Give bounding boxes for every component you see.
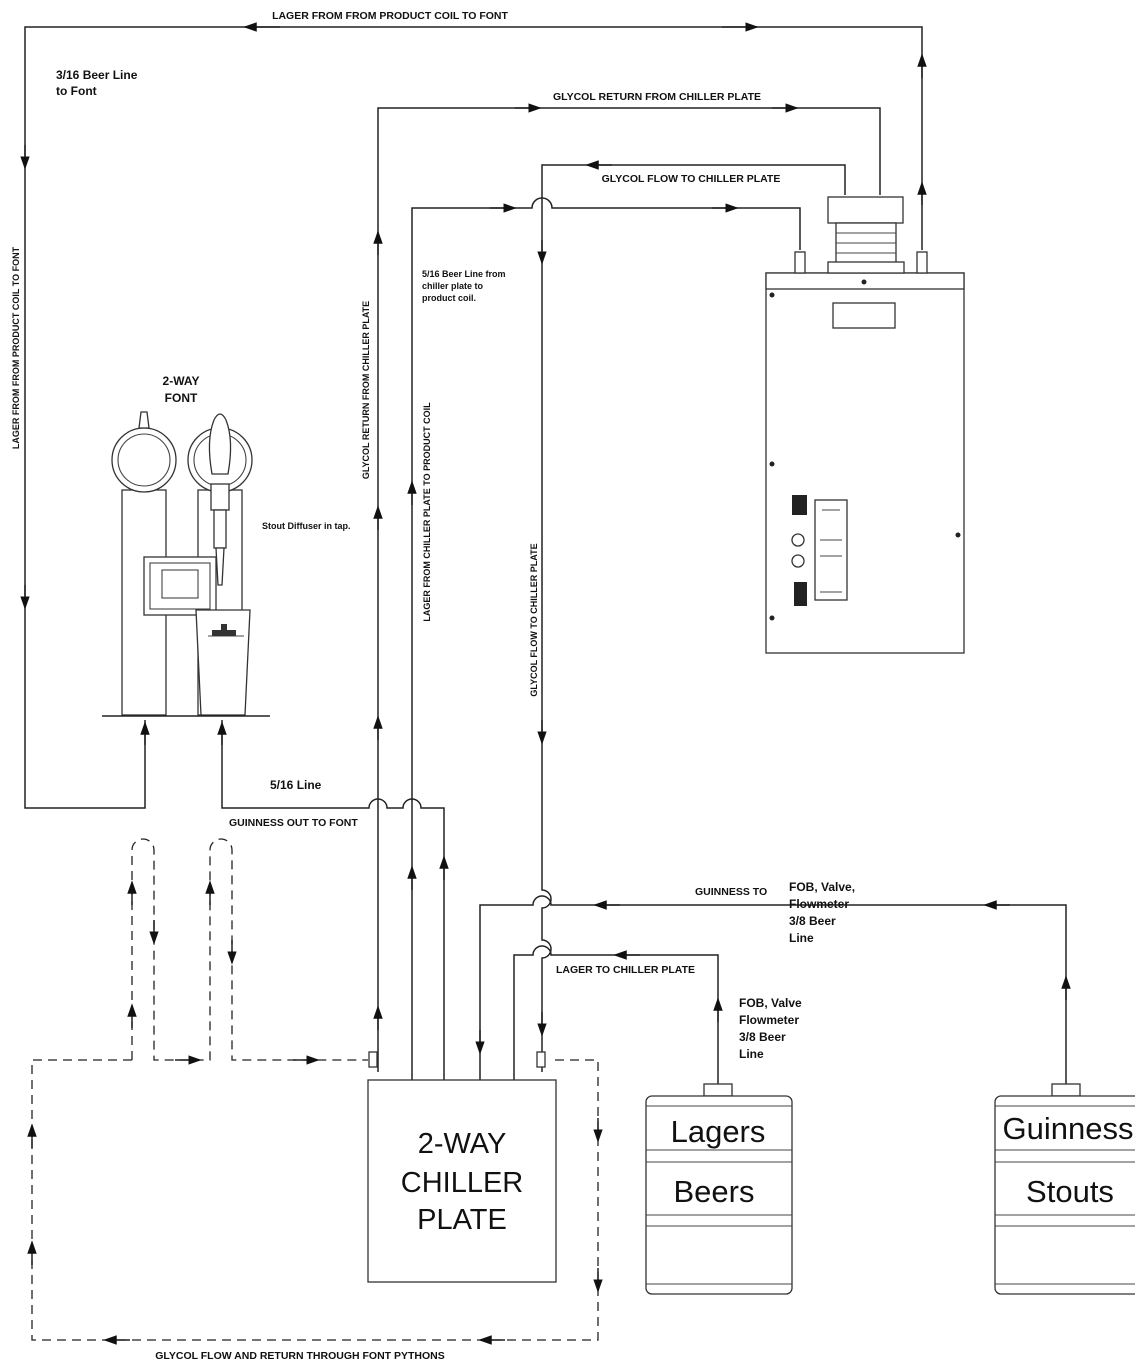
chiller-plate-label-3: PLATE: [417, 1204, 507, 1236]
lager-keg: [645, 1083, 793, 1295]
chiller-plate-label-2: CHILLER: [401, 1167, 524, 1199]
guinness-keg: [994, 1083, 1135, 1295]
lager-top-label: LAGER FROM FROM PRODUCT COIL TO FONT: [272, 10, 508, 22]
beer-line-316-label-1: 3/16 Beer Line: [56, 68, 138, 82]
keg-lager-label-1: Lagers: [671, 1114, 766, 1149]
beer-line-516-label-2: chiller plate to: [422, 281, 484, 291]
two-way-font: [102, 411, 270, 717]
two-way-chiller-plate: [367, 1079, 557, 1283]
glycol-return-vertical-label: GLYCOL RETURN FROM CHILLER PLATE: [361, 301, 371, 479]
guinness-to-chiller-line: [479, 895, 1067, 1092]
fob-guinness-line-4: Line: [789, 931, 814, 945]
fob-lager-line-2: Flowmeter: [739, 1013, 799, 1027]
keg-guinness-label-2: Stouts: [1026, 1174, 1114, 1209]
glycol-flow-to-chiller-line: [541, 164, 846, 1072]
stout-diffuser-label: Stout Diffuser in tap.: [262, 521, 351, 531]
guinness-to-label: GUINNESS TO: [695, 886, 767, 898]
beer-line-516-label-1: 5/16 Beer Line from: [422, 269, 506, 279]
tap-handle-icon: [208, 413, 232, 475]
glycol-flow-vertical-label: GLYCOL FLOW TO CHILLER PLATE: [529, 543, 539, 696]
chiller-plate-label-1: 2-WAY: [418, 1128, 507, 1160]
power-switch-icon: [792, 495, 807, 515]
glycol-flow-top-label: GLYCOL FLOW TO CHILLER PLATE: [602, 173, 781, 185]
gauge-icon: [791, 554, 805, 568]
fob-lager-line-1: FOB, Valve: [739, 996, 802, 1010]
fob-guinness-line-1: FOB, Valve,: [789, 880, 855, 894]
glycol-return-top-label: GLYCOL RETURN FROM CHILLER PLATE: [553, 91, 761, 103]
lager-to-chiller-label: LAGER TO CHILLER PLATE: [556, 964, 695, 976]
font-title-line-2: FONT: [165, 391, 198, 405]
lager-chiller-to-coil-line: [411, 197, 801, 1080]
keg-guinness-label-1: Guinness: [1003, 1111, 1134, 1146]
font-title-line-1: 2-WAY: [163, 374, 200, 388]
glycol-connector-left: [368, 1051, 378, 1068]
glycol-chiller-unit: [765, 196, 965, 654]
beer-line-316-label-2: to Font: [56, 84, 97, 98]
line-516-label: 5/16 Line: [270, 778, 322, 792]
guinness-out-label: GUINNESS OUT TO FONT: [229, 817, 358, 829]
guinness-out-to-font-line: [221, 720, 445, 1080]
beer-line-516-label-3: product coil.: [422, 293, 476, 303]
lager-left-vertical-label: LAGER FROM FROM PRODUCT COIL TO FONT: [11, 246, 21, 449]
font-python-glycol-loop: [27, 838, 603, 1345]
flow-arrows: [20, 22, 1071, 1055]
keg-lager-label-2: Beers: [674, 1174, 755, 1209]
lager-to-chiller-line: [513, 945, 719, 1090]
lager-chiller-vertical-label: LAGER FROM CHILLER PLATE TO PRODUCT COIL: [422, 402, 432, 622]
bottom-glycol-label: GLYCOL FLOW AND RETURN THROUGH FONT PYTH…: [155, 1350, 445, 1362]
fob-guinness-line-2: Flowmeter: [789, 897, 849, 911]
gauge-icon: [791, 533, 805, 547]
fob-lager-line-3: 3/8 Beer: [739, 1030, 786, 1044]
glycol-connector-right: [536, 1051, 546, 1068]
fob-lager-line-4: Line: [739, 1047, 764, 1061]
glycol-return-line: [377, 107, 881, 1072]
fob-guinness-line-3: 3/8 Beer: [789, 914, 836, 928]
